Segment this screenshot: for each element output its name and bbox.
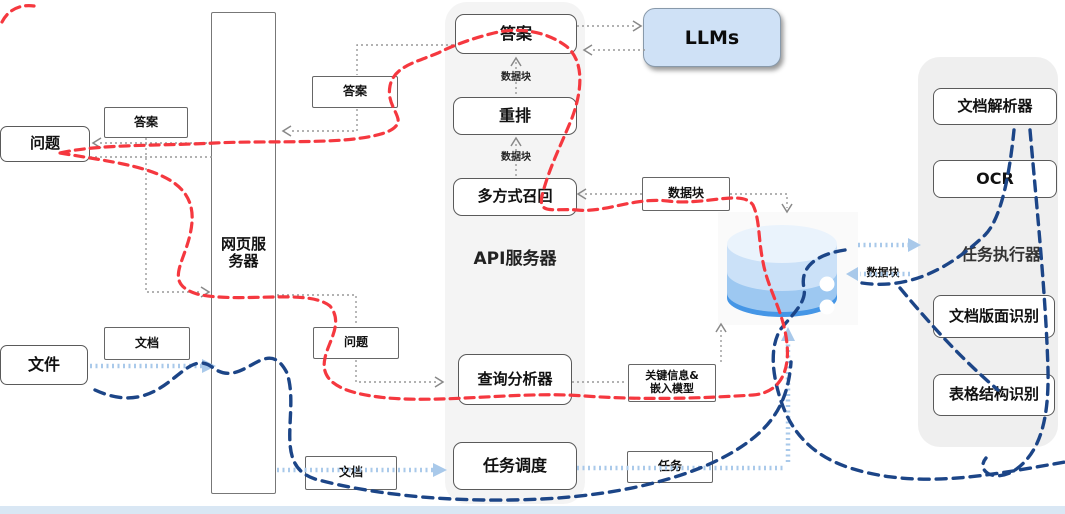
tag-key-info-embed: 关键信息& 嵌入模型 [628, 364, 716, 402]
tag-answer-right: 答案 [312, 76, 398, 108]
node-file: 文件 [0, 345, 88, 385]
tag-task: 任务 [627, 451, 713, 483]
node-question: 问题 [0, 126, 90, 162]
tag-answer-top: 答案 [104, 107, 188, 138]
node-web-server: 网页服 务器 [211, 12, 276, 494]
node-doc-layout-recog: 文档版面识别 [933, 295, 1055, 338]
node-task-scheduler: 任务调度 [453, 442, 577, 490]
tag-doc-left: 文档 [104, 327, 190, 360]
label-chunk-2: 数据块 [501, 152, 531, 163]
footer-bar [0, 506, 1065, 514]
database-icon [718, 212, 858, 325]
node-table-struct-recog: 表格结构识别 [933, 374, 1055, 416]
label-api-server: API服务器 [473, 249, 557, 269]
label-chunk-right: 数据块 [866, 266, 900, 279]
node-llms: LLMs [643, 8, 781, 67]
node-ocr: OCR [933, 160, 1057, 198]
node-multi-recall: 多方式召回 [453, 178, 577, 216]
node-doc-parser: 文档解析器 [933, 88, 1057, 125]
tag-question-mid: 问题 [313, 327, 399, 359]
node-answer-api: 答案 [455, 14, 577, 54]
label-task-executor: 任务执行器 [960, 245, 1041, 264]
node-rerank: 重排 [453, 97, 577, 135]
label-chunk-1: 数据块 [501, 72, 531, 83]
node-query-analyzer: 查询分析器 [458, 354, 572, 405]
tag-chunk-box: 数据块 [642, 177, 730, 211]
tag-doc-bottom: 文档 [305, 456, 397, 490]
